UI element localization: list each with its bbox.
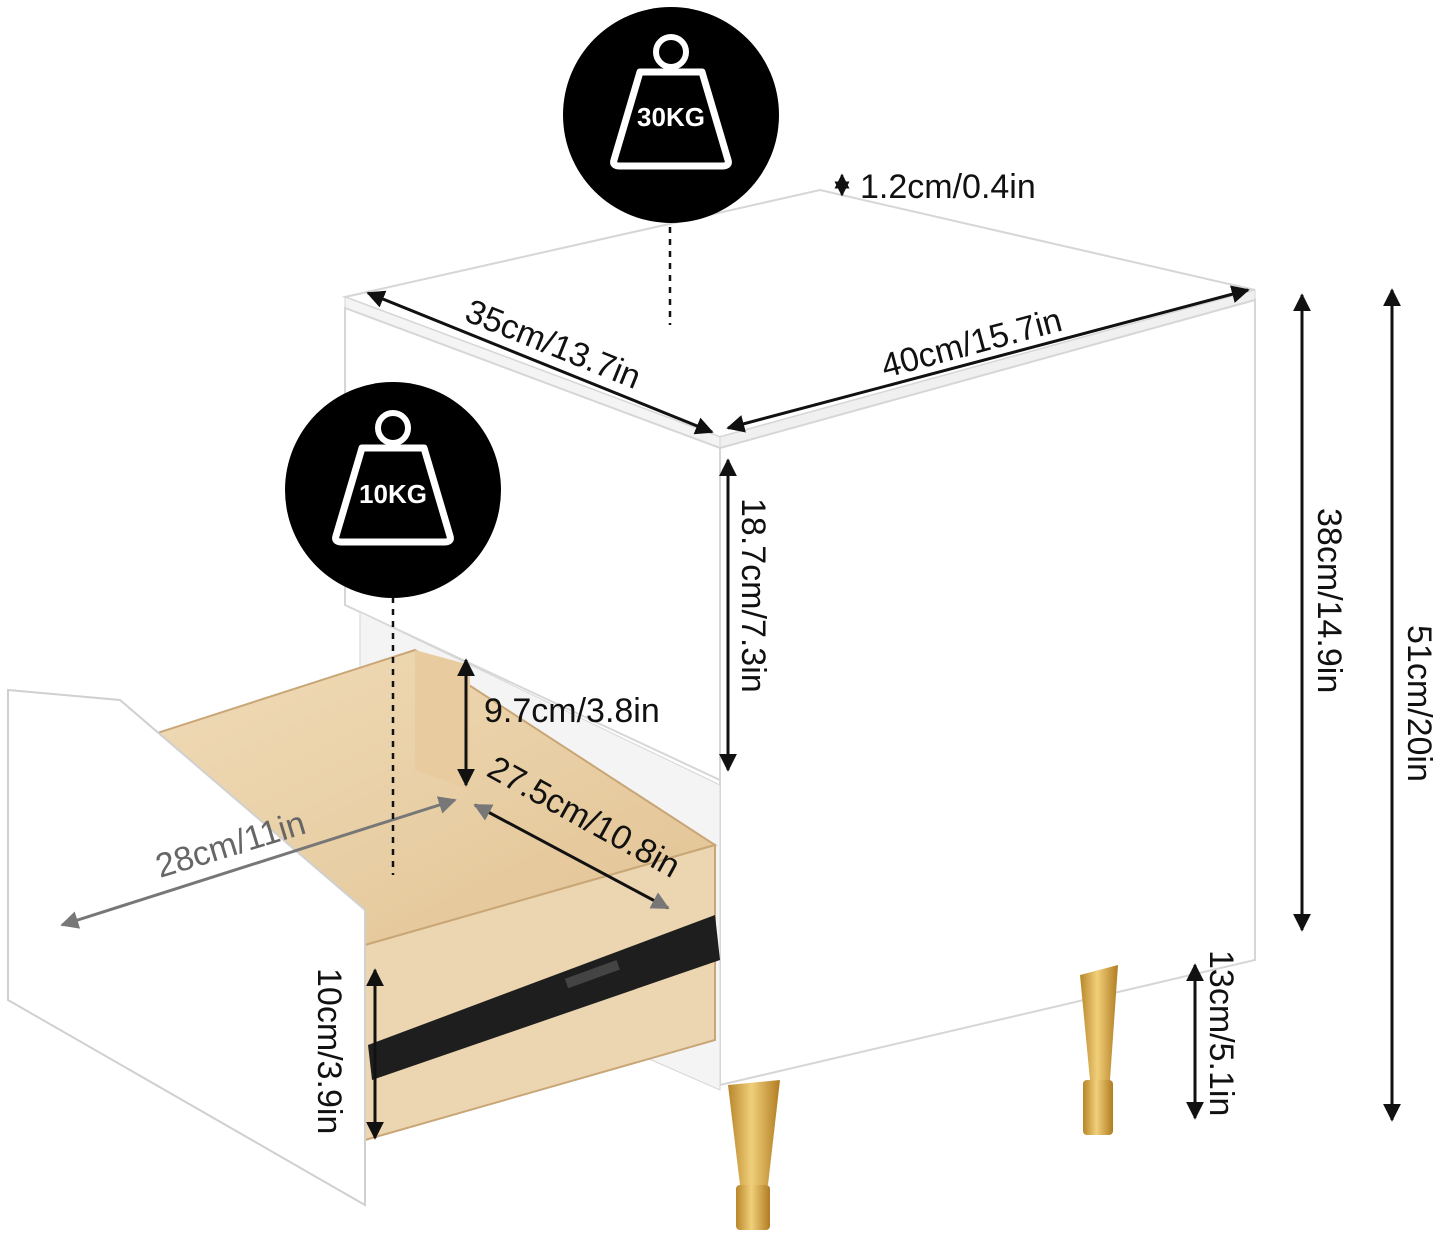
leg-height-label: 13cm/5.1in: [1202, 950, 1240, 1116]
cabinet-height-label: 38cm/14.9in: [1310, 508, 1348, 693]
total-height-label: 51cm/20in: [1400, 625, 1438, 782]
weight-icon: [610, 34, 732, 170]
weight-icon: [332, 410, 454, 546]
dimension-lines: [60, 173, 1401, 1140]
top-load-label: 30KG: [637, 102, 705, 132]
top-load-badge: 30KG: [563, 7, 779, 223]
drawer-front-height-label: 18.7cm/7.3in: [734, 498, 772, 693]
drawer-load-label: 10KG: [359, 479, 427, 509]
drawer-box-height-label: 10cm/3.9in: [310, 968, 348, 1134]
glass-thickness-label: 1.2cm/0.4in: [860, 168, 1036, 206]
gold-legs: [728, 965, 1118, 1230]
drawer-inner-height-label: 9.7cm/3.8in: [484, 692, 660, 730]
drawer-load-badge: 10KG: [285, 382, 501, 598]
